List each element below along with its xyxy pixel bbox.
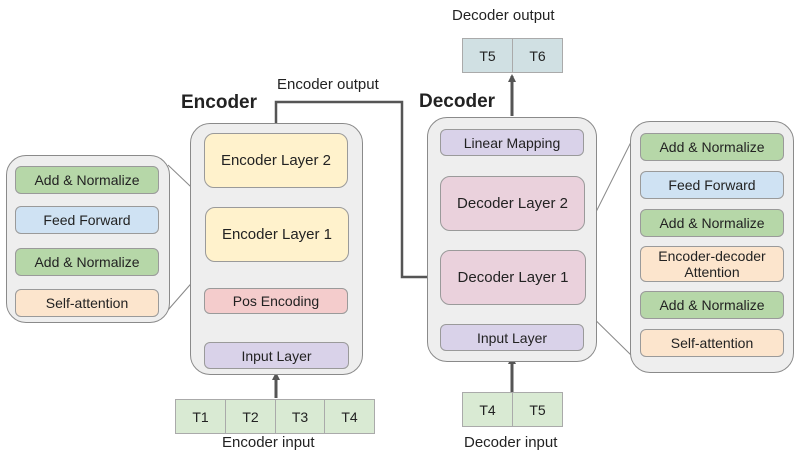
decoder-output-token: T5 <box>462 38 513 73</box>
decoder-self-attention: Self-attention <box>640 329 784 357</box>
encoder-layer-detail-panel: Add & Normalize Feed Forward Add & Norma… <box>6 155 170 323</box>
decoder-add-normalize-1: Add & Normalize <box>640 291 784 319</box>
encoder-feed-forward: Feed Forward <box>15 206 159 234</box>
encoder-input-token: T3 <box>275 399 325 434</box>
encoder-input-token: T2 <box>225 399 276 434</box>
pos-encoding: Pos Encoding <box>204 288 348 314</box>
encoder-layer-2: Encoder Layer 2 <box>204 133 348 188</box>
encoder-add-normalize-1: Add & Normalize <box>15 248 159 276</box>
decoder-input-label: Decoder input <box>464 434 558 451</box>
encoder-panel: Encoder Layer 2 Encoder Layer 1 Pos Enco… <box>190 123 363 375</box>
decoder-title: Decoder <box>419 91 496 112</box>
encoder-add-normalize-2: Add & Normalize <box>15 166 159 194</box>
encoder-input-label: Encoder input <box>222 434 315 451</box>
decoder-feed-forward: Feed Forward <box>640 171 784 199</box>
decoder-input-token: T5 <box>512 392 563 427</box>
encoder-input-token: T4 <box>324 399 375 434</box>
decoder-layer-detail-panel: Add & Normalize Feed Forward Add & Norma… <box>630 121 794 373</box>
arrow-encoder-output <box>274 100 439 281</box>
encoder-layer-1: Encoder Layer 1 <box>205 207 349 262</box>
linear-mapping: Linear Mapping <box>440 129 584 156</box>
decoder-layer-2: Decoder Layer 2 <box>440 176 585 231</box>
decoder-add-normalize-2: Add & Normalize <box>640 209 784 237</box>
decoder-output-token: T6 <box>512 38 563 73</box>
decoder-panel: Linear Mapping Decoder Layer 2 Decoder L… <box>427 117 597 362</box>
encoder-output-label: Encoder output <box>277 76 379 93</box>
decoder-output-label: Decoder output <box>452 7 555 24</box>
decoder-add-normalize-3: Add & Normalize <box>640 133 784 161</box>
encoder-decoder-attention: Encoder-decoder Attention <box>640 246 784 282</box>
decoder-input-layer: Input Layer <box>440 324 584 351</box>
encoder-self-attention: Self-attention <box>15 289 159 317</box>
decoder-input-token: T4 <box>462 392 513 427</box>
encoder-input-layer: Input Layer <box>204 342 349 369</box>
encoder-input-token: T1 <box>175 399 226 434</box>
decoder-layer-1: Decoder Layer 1 <box>440 250 586 305</box>
encoder-title: Encoder <box>181 92 258 113</box>
